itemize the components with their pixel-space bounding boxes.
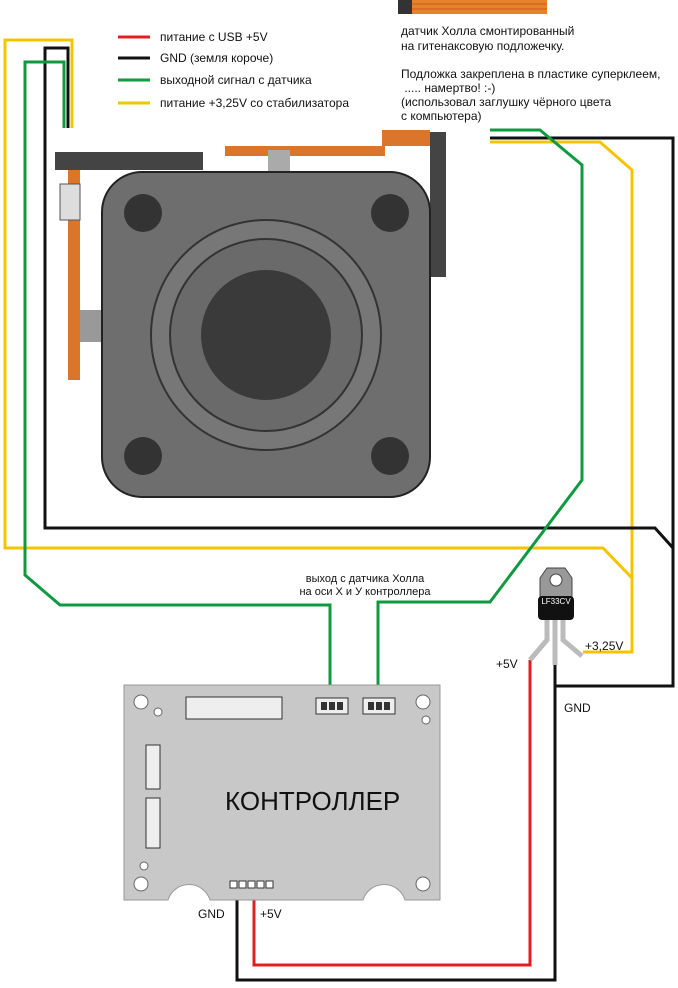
legend-label: питание +3,25V со стабилизатора — [160, 96, 349, 110]
wire-signal-y — [376, 128, 584, 700]
wire-5v — [252, 660, 532, 967]
joystick-module — [55, 130, 446, 498]
note-line: ..... намертво! :-) — [401, 81, 495, 95]
legend: питание с USB +5V GND (земля короче) вых… — [118, 30, 349, 110]
regulator-pin-5v: +5V — [496, 657, 518, 671]
voltage-regulator: LF33CV +5V +3,25V GND — [496, 567, 623, 715]
wire-signal-x — [23, 60, 332, 700]
wire-gnd-sensors — [43, 46, 675, 688]
note-line: (использовал заглушку чёрного цвета — [401, 95, 612, 109]
regulator-pin-gnd: GND — [564, 701, 591, 715]
note-line: датчик Холла смонтированный — [401, 24, 574, 38]
wire-gnd-controller — [235, 650, 557, 982]
legend-label: выходной сигнал с датчика — [160, 73, 312, 87]
wire-3v-left — [3, 38, 634, 582]
controller-board: КОНТРОЛЛЕР GND +5V — [123, 684, 441, 921]
note-line: на гитенаксовую подложечку. — [401, 39, 564, 53]
output-note-line: выход с датчика Холла — [306, 573, 425, 585]
wire-3v-reg — [583, 578, 634, 654]
note-line: Подложка закреплена в пластике суперклее… — [401, 67, 660, 81]
legend-label: питание с USB +5V — [160, 30, 268, 44]
wires — [3, 38, 675, 982]
regulator-label: LF33CV — [541, 597, 571, 606]
legend-label: GND (земля короче) — [160, 51, 273, 65]
controller-5v-label: +5V — [260, 907, 282, 921]
output-note-line: на оси X и У контроллера — [299, 586, 431, 598]
controller-gnd-label: GND — [198, 907, 225, 921]
regulator-pin-out: +3,25V — [585, 639, 623, 653]
sensor-note: датчик Холла смонтированный на гитенаксо… — [401, 24, 660, 123]
controller-label: КОНТРОЛЛЕР — [225, 786, 400, 816]
hall-sensor-illustration — [398, 0, 547, 14]
note-line: с компьютера) — [401, 109, 482, 123]
